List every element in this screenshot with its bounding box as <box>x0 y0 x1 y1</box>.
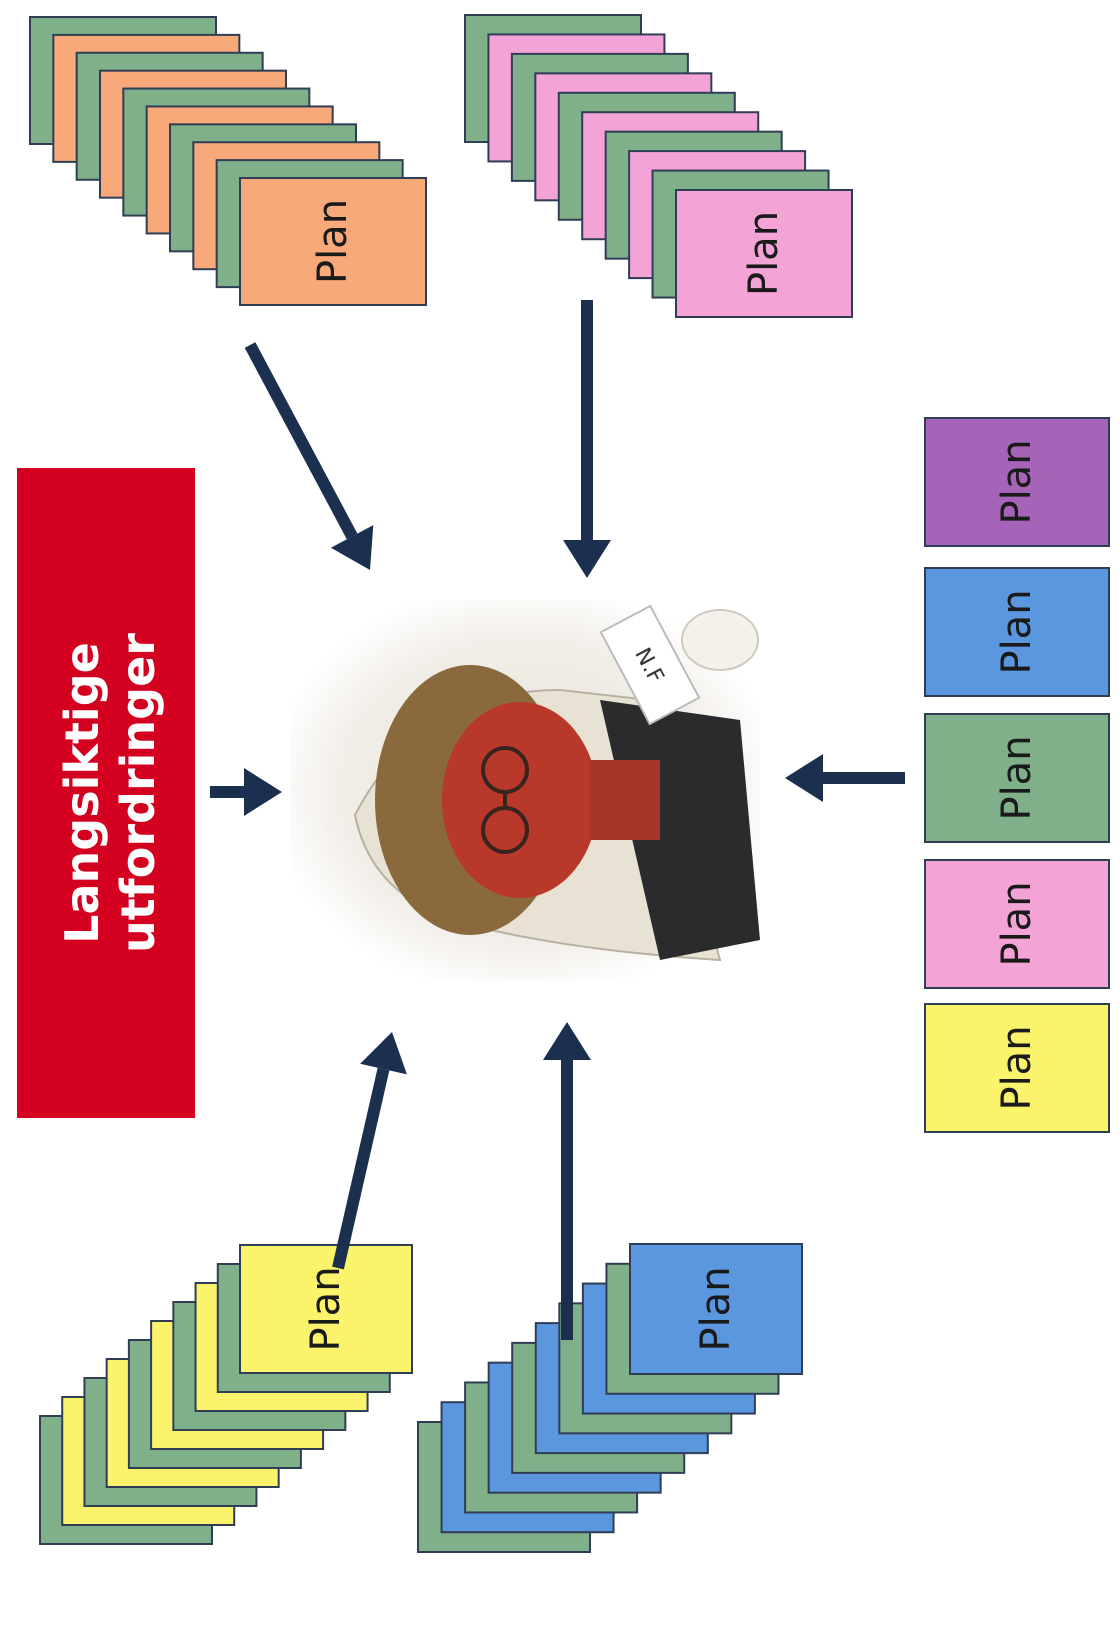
challenge-title-line1: Langsiktige <box>55 642 109 944</box>
plan-label: Plan <box>994 589 1040 674</box>
arrow-from-challenge <box>210 768 282 816</box>
plan-label: Plan <box>994 881 1040 966</box>
plan-label: Plan <box>693 1266 739 1351</box>
plan-label: Plan <box>303 1266 349 1351</box>
plan-label: Plan <box>994 735 1040 820</box>
arrow-from-plan-row <box>785 754 905 802</box>
plan-label: Plan <box>310 199 356 284</box>
challenge-box: Langsiktige utfordringer <box>17 468 195 1118</box>
blue-plan-stack: Plan <box>418 1244 802 1552</box>
arrow-from-yellow-stack <box>338 1032 407 1268</box>
challenge-title-line2: utfordringer <box>111 633 165 953</box>
plan-card-yellow: Plan <box>925 1004 1109 1132</box>
plan-card-pink: Plan <box>925 860 1109 988</box>
arrow-from-orange-stack <box>250 345 373 570</box>
person-photo: N.F <box>290 600 760 980</box>
orange-plan-stack: Plan <box>30 17 426 305</box>
plan-label: Plan <box>994 1025 1040 1110</box>
pink-plan-stack: Plan <box>465 15 852 317</box>
yellow-plan-stack: Plan <box>40 1245 412 1544</box>
plan-card-blue: Plan <box>925 568 1109 696</box>
arrow-from-pink-stack <box>563 300 611 578</box>
plan-card-purple: Plan <box>925 418 1109 546</box>
plan-label: Plan <box>741 211 787 296</box>
plan-card-green: Plan <box>925 714 1109 842</box>
plan-label: Plan <box>994 439 1040 524</box>
